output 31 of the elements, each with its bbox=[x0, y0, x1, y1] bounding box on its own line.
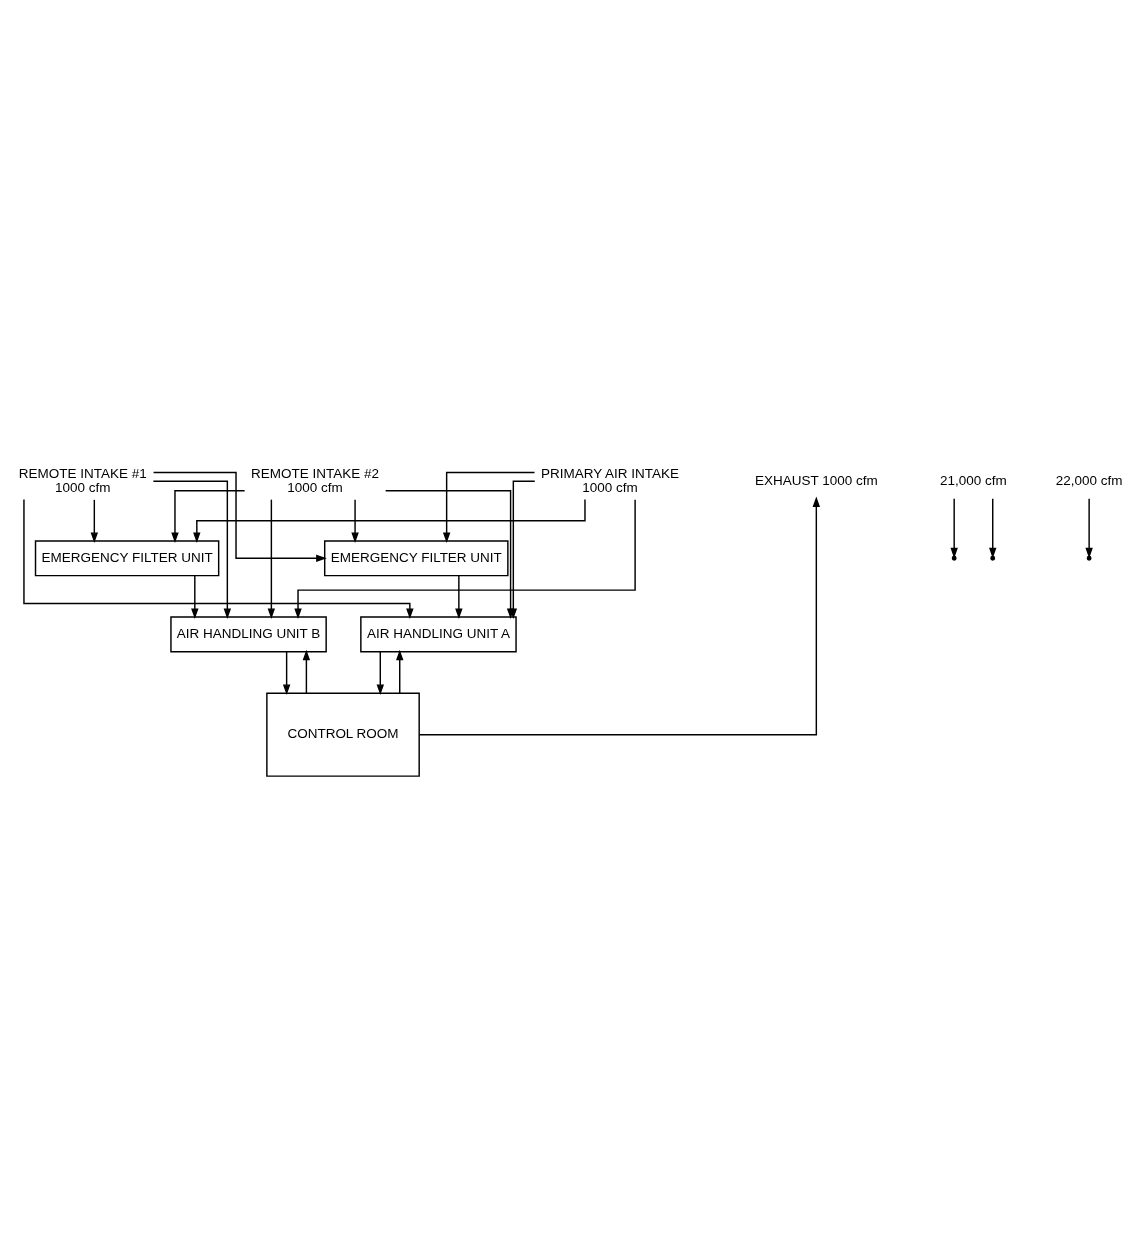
arrow bbox=[442, 471, 536, 544]
arrow bbox=[396, 649, 404, 694]
node-box: EMERGENCY FILTER UNIT bbox=[324, 540, 509, 577]
arrow bbox=[171, 490, 246, 544]
arrow bbox=[152, 471, 327, 562]
node-text: REMOTE INTAKE #1 1000 cfm bbox=[18, 465, 147, 495]
arrow bbox=[384, 490, 515, 620]
arrow bbox=[152, 480, 232, 620]
node-text: 22,000 cfm bbox=[1055, 472, 1123, 488]
arrow bbox=[302, 649, 311, 694]
arrow bbox=[267, 498, 276, 620]
node-box: CONTROL ROOM bbox=[266, 692, 420, 777]
arrow bbox=[418, 496, 821, 736]
arrow bbox=[950, 497, 958, 559]
arrow bbox=[351, 499, 359, 544]
node-text: 21,000 cfm bbox=[940, 472, 1007, 488]
node-text: PRIMARY AIR INTAKE 1000 cfm bbox=[541, 465, 679, 495]
arrow bbox=[191, 575, 199, 620]
node-box: AIR HANDLING UNIT A bbox=[360, 616, 517, 653]
node-box: AIR HANDLING UNIT B bbox=[170, 616, 327, 653]
arrow bbox=[376, 651, 385, 696]
node-text: EXHAUST 1000 cfm bbox=[754, 472, 878, 488]
arrow bbox=[989, 497, 997, 559]
arrow bbox=[193, 498, 586, 543]
arrow bbox=[1085, 497, 1093, 559]
arrow bbox=[23, 498, 414, 620]
node-box: EMERGENCY FILTER UNIT bbox=[34, 540, 220, 577]
arrow bbox=[282, 651, 291, 696]
node-text: REMOTE INTAKE #2 1000 cfm bbox=[251, 465, 380, 495]
arrow bbox=[90, 499, 99, 544]
arrow bbox=[455, 575, 463, 620]
